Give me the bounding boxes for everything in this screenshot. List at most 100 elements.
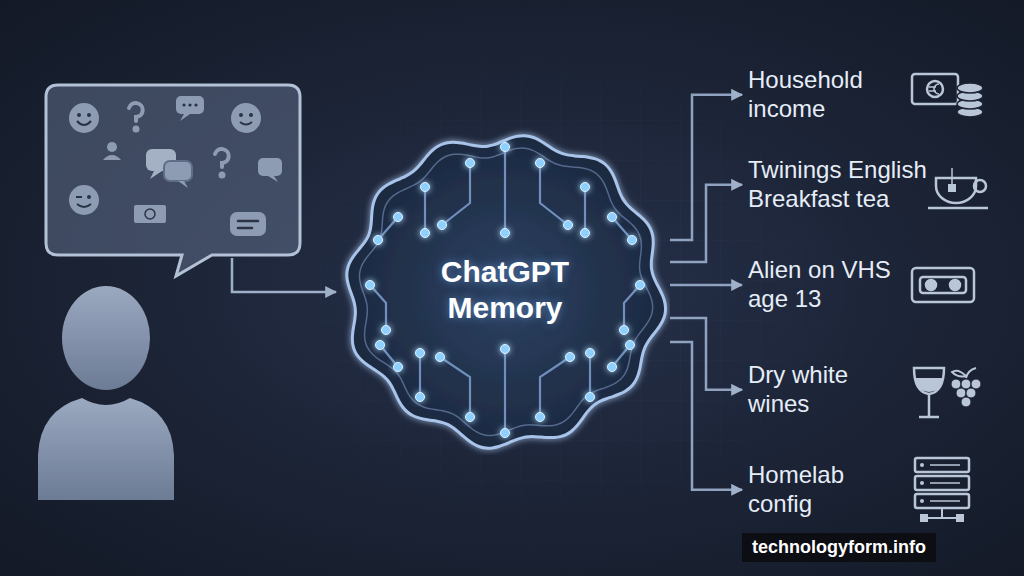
watermark: technologyform.info <box>742 533 936 562</box>
bubble-icons-part-part <box>129 103 143 121</box>
circuit-dot <box>501 345 510 354</box>
circuit-dot <box>436 353 445 362</box>
server-icon-part <box>930 465 960 501</box>
circuit-dot <box>416 393 425 402</box>
memory-item: Household income <box>748 66 888 124</box>
memory-item-text: Alien on VHS age 13 <box>748 256 923 314</box>
money-icon-part <box>927 81 943 97</box>
tea-cup-icon-part <box>951 168 953 184</box>
circuit-dot <box>501 229 510 238</box>
vhs-tape-icon <box>912 268 974 302</box>
bubble-icons-part-part <box>268 176 278 182</box>
tea-cup-icon-part <box>948 184 956 192</box>
memory-link <box>670 318 742 390</box>
bubble-icons-part-part <box>107 142 117 152</box>
circuit-dot <box>376 341 385 350</box>
bubble-icons-part-part <box>182 103 185 106</box>
circuit-dot <box>438 221 447 230</box>
memory-brain: ChatGPT Memory <box>340 125 670 455</box>
memory-item-text: Homelab config <box>748 461 888 519</box>
circuit-trace <box>419 353 421 397</box>
person-silhouette-part <box>62 286 150 390</box>
circuit-trace <box>504 349 506 433</box>
memory-item-text: Twinings English Breakfast tea <box>748 156 938 214</box>
person-silhouette-part <box>38 398 174 500</box>
bubble-icons-part-part <box>221 174 224 177</box>
circuit-dot <box>394 363 403 372</box>
circuit-dot <box>626 341 635 350</box>
server-icon-part-part <box>920 463 924 467</box>
bubble-icons-part-part <box>178 181 188 188</box>
memory-item-text: Dry white wines <box>748 361 888 419</box>
vhs-tape-icon-part <box>920 277 966 293</box>
circuit-trace <box>504 147 506 233</box>
brain-title: ChatGPT Memory <box>400 254 610 326</box>
bubble-icons-part-part <box>180 114 190 121</box>
vhs-tape-icon-part <box>912 268 974 302</box>
circuit-trace <box>424 187 426 233</box>
tea-cup-icon <box>928 168 988 208</box>
circuit-trace <box>584 187 586 233</box>
money-icon <box>912 74 983 117</box>
circuit-dot <box>466 159 475 168</box>
bubble-icons-part <box>258 158 282 182</box>
bubble-icons-part-part <box>240 122 252 125</box>
vhs-tape-icon-part <box>926 280 936 290</box>
memory-item: Twinings English Breakfast tea <box>748 156 938 214</box>
memory-item: Dry white wines <box>748 361 888 419</box>
bubble-icons-part-part <box>164 161 192 181</box>
bubble-icons-part-part <box>188 103 191 106</box>
wine-icon-part-part <box>966 388 976 398</box>
wine-icon-part <box>952 368 976 378</box>
speech-bubble-part <box>46 85 300 276</box>
circuit-dot <box>421 229 430 238</box>
bubble-icons-part-part <box>215 149 229 167</box>
circuit-trace <box>589 353 591 397</box>
memory-item: Homelab config <box>748 461 888 519</box>
money-icon-part <box>957 83 983 93</box>
bubble-icons-part-part <box>134 205 166 223</box>
bubble-icons-part <box>215 149 229 176</box>
vhs-tape-icon-part <box>950 280 960 290</box>
bubble-icons-part-part <box>194 103 197 106</box>
circuit-dot <box>620 326 629 335</box>
circuit-dot <box>394 213 403 222</box>
server-icon-part <box>920 514 928 522</box>
bubble-icons-part-part <box>76 196 82 198</box>
speech-bubble <box>46 85 300 276</box>
brain-outline <box>340 125 670 455</box>
server-icon-part <box>924 508 960 518</box>
wine-icon-part <box>915 378 943 392</box>
bubble-icons-part <box>69 185 99 215</box>
brain-shape <box>347 136 666 448</box>
bubble-icons-part <box>176 96 204 121</box>
circuit-dot <box>466 413 475 422</box>
memory-link <box>670 284 742 287</box>
wine-icon-part-part <box>951 379 961 389</box>
bubble-icons-part-part <box>145 209 155 219</box>
server-icon-part-part <box>920 499 924 503</box>
circuit-dot <box>382 326 391 335</box>
wine-icon-part-part <box>961 397 971 407</box>
circuit-dot <box>564 221 573 230</box>
circuit-dot <box>416 349 425 358</box>
circuit-dot <box>628 236 637 245</box>
wine-icon-part <box>914 368 944 394</box>
circuit-dot <box>536 413 545 422</box>
circuit-dot <box>566 353 575 362</box>
circuit-trace <box>540 357 570 417</box>
bubble-icons-part-part <box>77 121 91 125</box>
memory-link <box>670 185 742 262</box>
wine-icon <box>914 368 981 417</box>
bubble-icons-part-part <box>77 113 81 117</box>
circuit-dot <box>586 349 595 358</box>
circuit-trace <box>442 163 470 225</box>
circuit-dot <box>366 281 375 290</box>
bubble-icons-part <box>231 103 261 133</box>
circuit-dots <box>366 143 645 438</box>
bubble-icons <box>69 96 282 236</box>
bubble-icons-part-part <box>176 96 204 114</box>
bubble-icons-part-part <box>87 195 91 199</box>
bubble-icons-part <box>69 103 99 133</box>
